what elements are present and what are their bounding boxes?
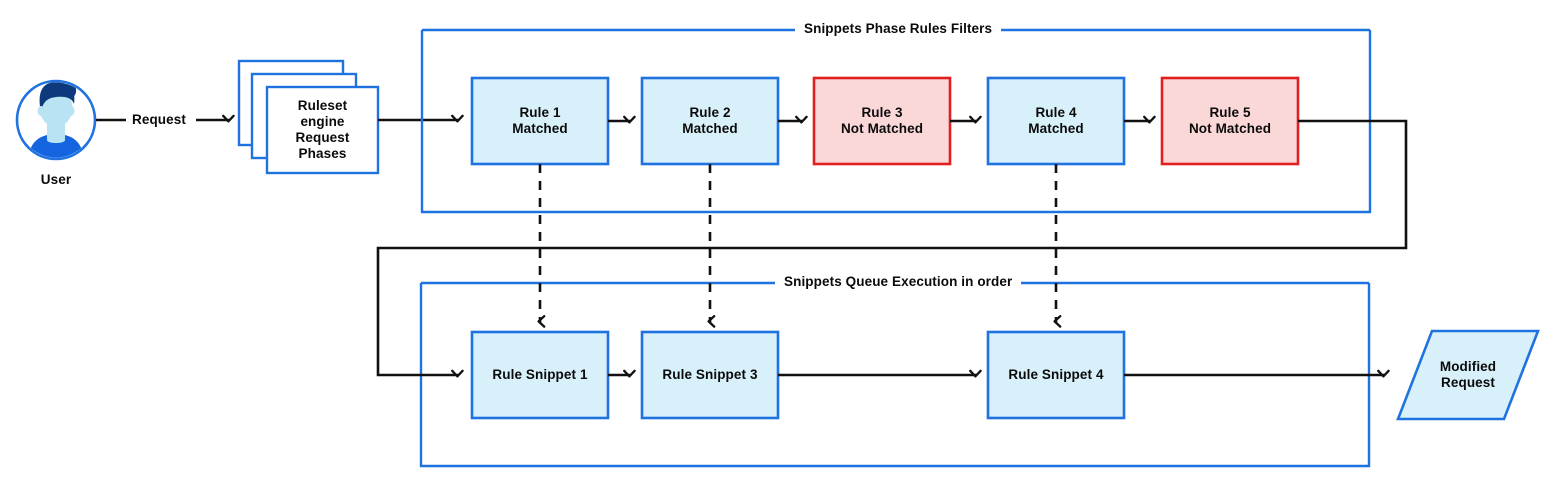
modified-request-label: Modified Request xyxy=(1404,332,1532,418)
rule-status-rule-5: Not Matched xyxy=(1188,121,1272,136)
rule-status-rule-3: Not Matched xyxy=(840,121,924,136)
ruleset-line-1: Ruleset xyxy=(297,98,348,114)
rule-name-rule-1: Rule 1 xyxy=(519,105,561,121)
band-label-queue-execution: Snippets Queue Execution in order xyxy=(775,274,1022,290)
snippet-label-rule-snippet-4: Rule Snippet 4 xyxy=(1008,367,1104,383)
band-label-phase-rules-filters: Snippets Phase Rules Filters xyxy=(795,21,1002,37)
request-arrow-label: Request xyxy=(126,112,192,128)
rule-name-rule-3: Rule 3 xyxy=(861,105,903,121)
rule-label-rule-2: Rule 2 Matched xyxy=(642,78,778,164)
ruleset-engine-label: Ruleset engine Request Phases xyxy=(267,87,378,173)
snippet-boxes-row xyxy=(470,330,1126,420)
modified-request-line-1: Modified xyxy=(1439,359,1497,375)
snippet-label-rule-snippet-3: Rule Snippet 3 xyxy=(662,367,758,383)
rule-box-rule-5 xyxy=(1160,76,1300,166)
rule-boxes-row xyxy=(470,76,1300,166)
ruleset-line-2: engine xyxy=(300,114,345,130)
rule-label-rule-5: Rule 5 Not Matched xyxy=(1162,78,1298,164)
ruleset-line-3: Request xyxy=(295,130,350,145)
rule-status-rule-2: Matched xyxy=(682,121,738,136)
rule-box-rule-3 xyxy=(812,76,952,166)
ruleset-line-4: Phases xyxy=(298,145,347,161)
rule-box-rule-2 xyxy=(640,76,780,166)
rule-label-rule-3: Rule 3 Not Matched xyxy=(814,78,950,164)
rule-name-rule-5: Rule 5 xyxy=(1209,105,1251,121)
user-avatar-icon xyxy=(15,79,97,161)
rule-box-rule-1 xyxy=(470,76,610,166)
rule-name-rule-4: Rule 4 xyxy=(1035,105,1077,121)
ruleset-engine-stack xyxy=(237,59,380,175)
rule-status-rule-1: Matched xyxy=(512,121,568,136)
rule-to-snippet-dashed-connectors xyxy=(537,164,1062,328)
rule-label-rule-4: Rule 4 Matched xyxy=(988,78,1124,164)
phase-to-queue-route xyxy=(376,119,1408,378)
rule-status-rule-4: Matched xyxy=(1028,121,1084,136)
modified-request-line-2: Request xyxy=(1441,375,1495,390)
snippet-box-rule-snippet-4 xyxy=(986,330,1126,420)
rule-name-rule-2: Rule 2 xyxy=(689,105,731,121)
rule-label-rule-1: Rule 1 Matched xyxy=(472,78,608,164)
user-label: User xyxy=(40,172,72,187)
snippet-box-rule-snippet-3 xyxy=(640,330,780,420)
modified-request-shape xyxy=(1396,329,1540,421)
snippet-label-rule-snippet-1: Rule Snippet 1 xyxy=(492,367,588,383)
